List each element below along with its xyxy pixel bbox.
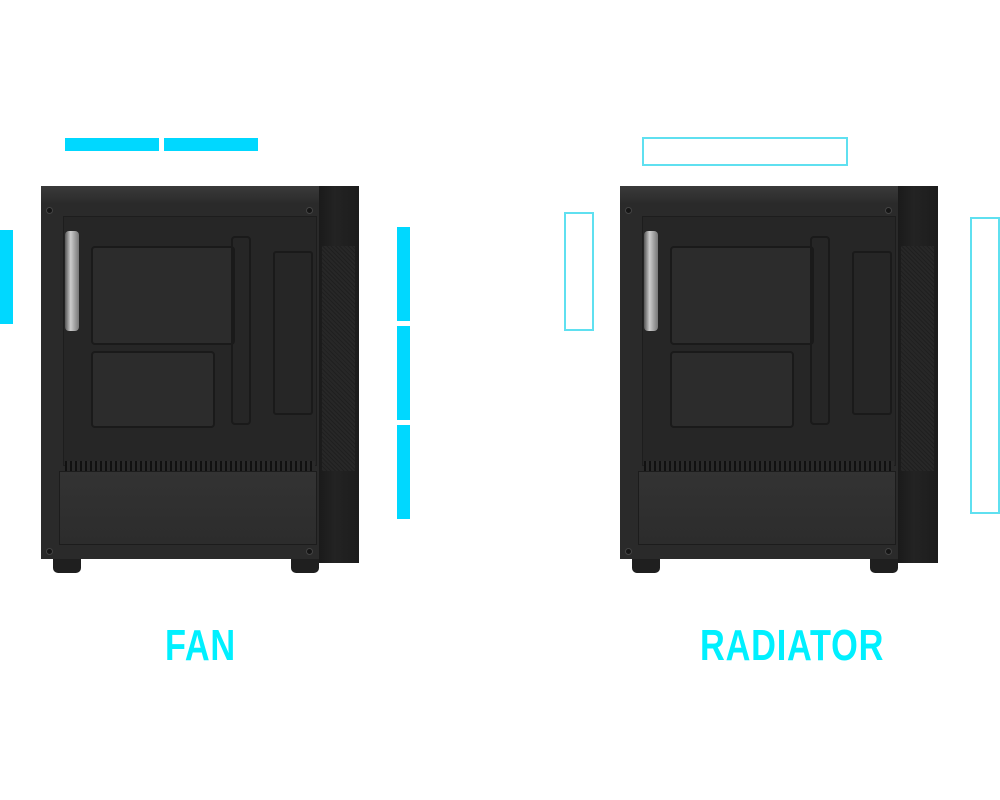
- pc-case-side-view-icon: [41, 186, 363, 576]
- fan-label: FAN: [165, 621, 236, 670]
- fan-front-slot-2: [397, 326, 410, 420]
- radiator-top-slot: [642, 137, 848, 166]
- radiator-rear-slot: [564, 212, 594, 331]
- radiator-label: RADIATOR: [700, 621, 885, 670]
- radiator-front-slot: [970, 217, 1000, 514]
- fan-front-slot-1: [397, 227, 410, 321]
- fan-front-slot-3: [397, 425, 410, 519]
- pc-case-side-view-icon: [620, 186, 942, 576]
- fan-top-slot-1: [65, 138, 159, 151]
- fan-rear-slot: [0, 230, 13, 324]
- fan-top-slot-2: [164, 138, 258, 151]
